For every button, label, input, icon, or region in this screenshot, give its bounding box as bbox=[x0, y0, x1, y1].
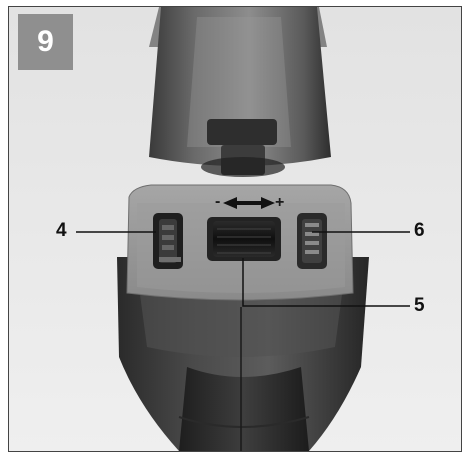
callout-label-5: 5 bbox=[414, 295, 425, 316]
svg-text:-: - bbox=[215, 193, 220, 210]
callout-label-6: 6 bbox=[414, 220, 425, 241]
callout-label-4: 4 bbox=[56, 220, 67, 241]
svg-text:+: + bbox=[275, 194, 284, 211]
drill-illustration: - + bbox=[9, 7, 461, 451]
figure-number-badge: 9 bbox=[18, 14, 73, 70]
product-photo: - + 9 bbox=[8, 6, 462, 452]
